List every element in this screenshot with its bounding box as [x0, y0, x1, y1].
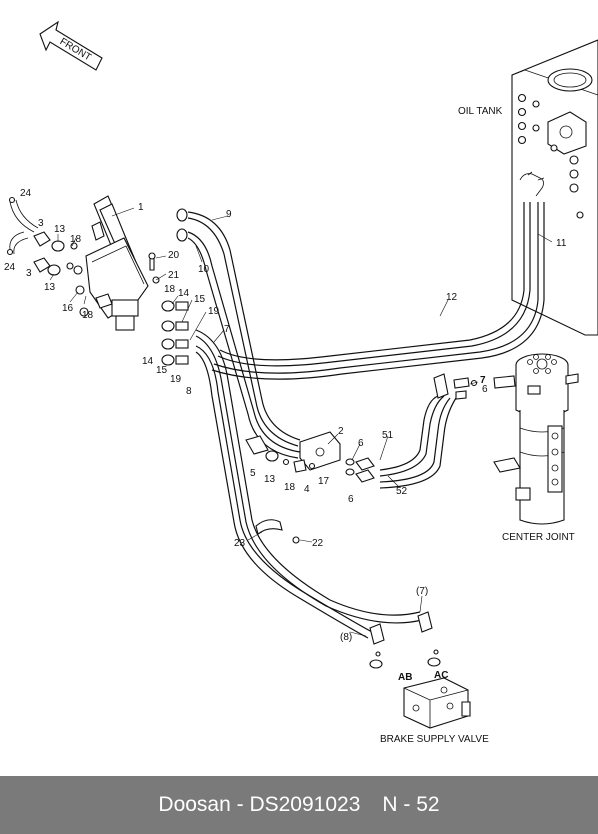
pedal-valve-fittings	[161, 208, 189, 366]
callout-11: 11	[556, 238, 567, 249]
callout-5: 5	[250, 468, 256, 479]
callout-3-lower: 3	[26, 268, 32, 279]
callout-numbers: 1 2 3 3 4 5 6 6 6 7 7 (7) 8 (8) 9 10 11 …	[4, 188, 567, 643]
oil-tank-caption: OIL TANK	[458, 106, 503, 117]
hose-lines	[187, 202, 545, 639]
tee-block-and-fittings	[245, 431, 375, 483]
callout-4: 4	[304, 484, 310, 495]
callout-7-brake-valve: (7)	[416, 586, 428, 597]
callout-7-center-joint: 7	[480, 375, 486, 386]
callout-1: 1	[138, 202, 144, 213]
center-joint: CENTER JOINT	[493, 353, 579, 543]
callout-52: 52	[396, 486, 408, 497]
callout-13-upper: 13	[54, 224, 66, 235]
front-direction-arrow: FRONT	[39, 20, 103, 71]
callout-18-lower: 18	[82, 310, 94, 321]
page-footer: Doosan - DS2091023 N - 52	[0, 776, 598, 834]
callout-6-lower: 6	[348, 494, 354, 505]
port-ab-label: AB	[398, 672, 412, 683]
callout-18-tee: 18	[284, 482, 296, 493]
callout-14-upper: 14	[178, 288, 190, 299]
callout-8-brake-valve: (8)	[340, 632, 352, 643]
callout-16: 16	[62, 303, 74, 314]
callout-13-lower: 13	[44, 282, 56, 293]
footer-document-id: Doosan - DS2091023	[158, 793, 361, 816]
callout-18-pedal: 18	[164, 284, 176, 295]
callout-24-upper: 24	[20, 188, 32, 199]
callout-15-upper: 15	[194, 294, 206, 305]
port-ac-label: AC	[434, 670, 448, 681]
callout-24-lower: 24	[4, 262, 16, 273]
oil-tank: OIL TANK	[458, 39, 598, 336]
callout-18-upper: 18	[70, 234, 82, 245]
callout-19-upper: 19	[208, 306, 220, 317]
footer-page-number: N - 52	[382, 793, 440, 816]
callout-13-tee: 13	[264, 474, 276, 485]
callout-2: 2	[338, 426, 344, 437]
callout-12: 12	[446, 292, 458, 303]
callout-14-lower: 14	[142, 356, 154, 367]
callout-3-upper: 3	[38, 218, 44, 229]
center-joint-caption: CENTER JOINT	[502, 532, 575, 543]
center-joint-fittings	[433, 373, 516, 400]
callout-leader-lines	[49, 207, 553, 637]
brake-supply-valve: AB AC BRAKE SUPPLY VALVE	[369, 611, 489, 745]
callout-8-pedal: 8	[186, 386, 192, 397]
callout-19-lower: 19	[170, 374, 182, 385]
callout-51: 51	[382, 430, 394, 441]
callout-22: 22	[312, 538, 324, 549]
callout-10: 10	[198, 264, 210, 275]
brake-pedal-assembly	[73, 195, 160, 331]
callout-17: 17	[318, 476, 330, 487]
brake-supply-valve-caption: BRAKE SUPPLY VALVE	[380, 734, 489, 745]
callout-9: 9	[226, 209, 232, 220]
callout-15-lower: 15	[156, 365, 168, 376]
callout-6-center-joint: 6	[482, 384, 488, 395]
callout-7-pedal: 7	[224, 324, 230, 335]
callout-23: 23	[234, 538, 246, 549]
callout-6-upper: 6	[358, 438, 364, 449]
hydraulic-brake-piping-drawing: FRONT OIL TANK	[4, 20, 598, 745]
pressure-switch-parts	[6, 196, 78, 276]
callout-21: 21	[168, 270, 180, 281]
hose-clamp	[255, 519, 300, 544]
callout-20: 20	[168, 250, 180, 261]
